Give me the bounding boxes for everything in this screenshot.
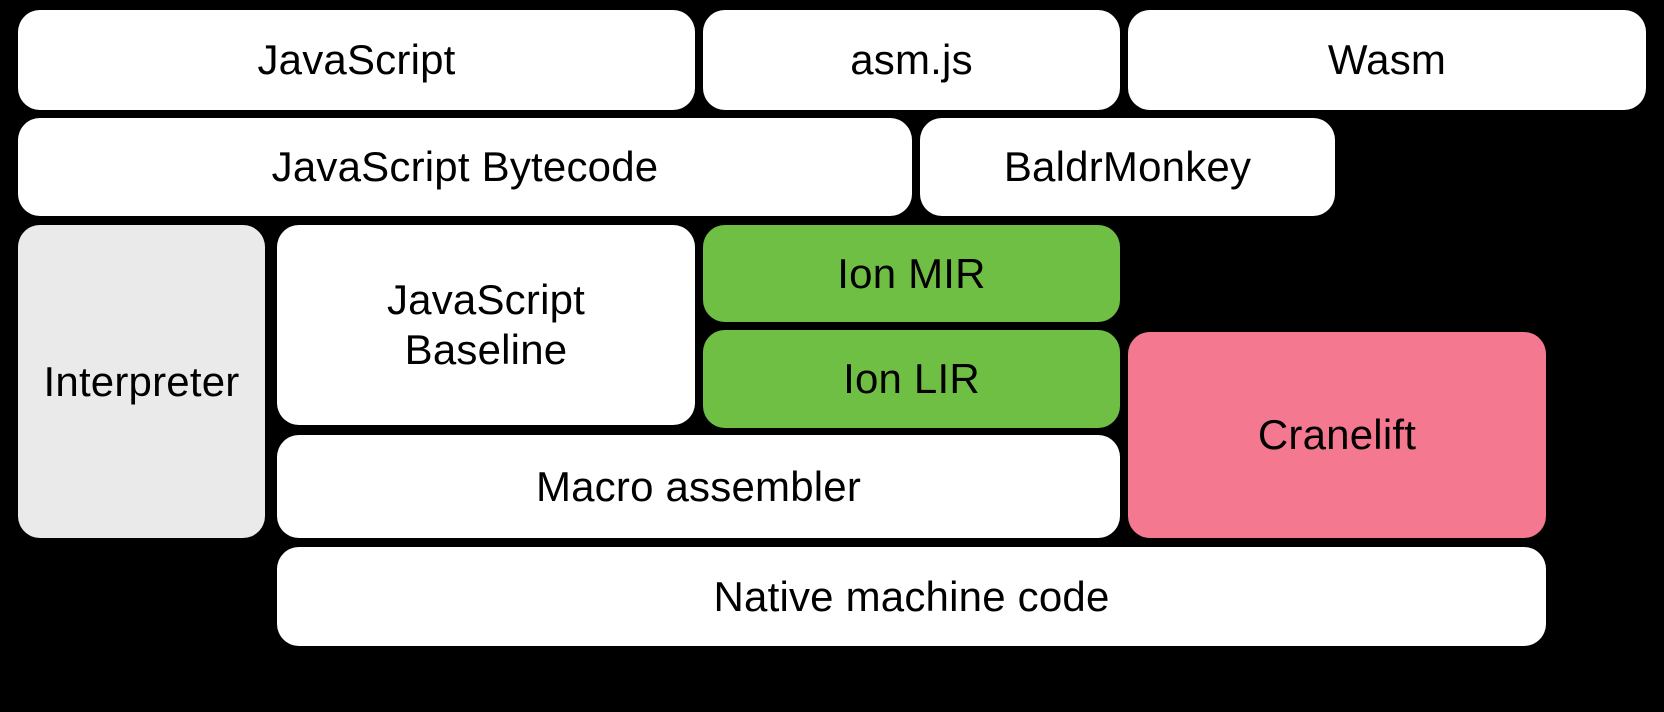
node-native-machine-code: Native machine code [277,547,1546,646]
node-wasm: Wasm [1128,10,1646,110]
node-javascript-baseline: JavaScript Baseline [277,225,695,425]
node-cranelift: Cranelift [1128,332,1546,538]
node-asmjs: asm.js [703,10,1120,110]
node-ion-lir: Ion LIR [703,330,1120,428]
node-baldrmonkey: BaldrMonkey [920,118,1335,216]
node-javascript-bytecode: JavaScript Bytecode [18,118,912,216]
node-javascript: JavaScript [18,10,695,110]
node-interpreter: Interpreter [18,225,265,538]
node-macro-assembler: Macro assembler [277,435,1120,538]
node-ion-mir: Ion MIR [703,225,1120,322]
